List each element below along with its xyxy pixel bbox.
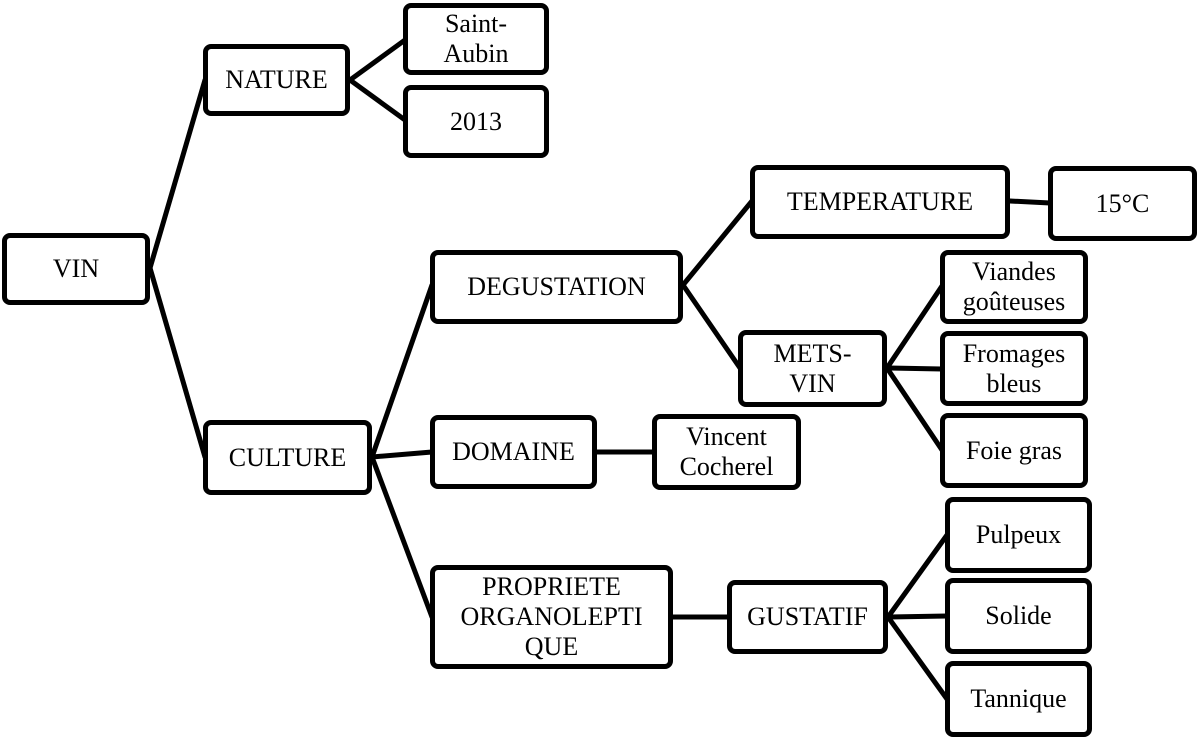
node-pulpeux-label: Pulpeux bbox=[975, 520, 1062, 549]
node-foie-gras: Foie gras bbox=[940, 413, 1088, 488]
edge-culture-degustation bbox=[369, 282, 435, 460]
node-nature-label: NATURE bbox=[225, 65, 328, 94]
node-saint-aubin-label: Saint- Aubin bbox=[443, 9, 509, 68]
edge-degustation-temperature bbox=[680, 198, 755, 288]
node-temperature: TEMPERATURE bbox=[750, 165, 1010, 239]
node-foie-gras-label: Foie gras bbox=[965, 435, 1063, 465]
node-fromages-label: Fromages bleus bbox=[962, 338, 1066, 398]
node-2013: 2013 bbox=[403, 85, 549, 158]
edge-vin-culture bbox=[147, 265, 208, 460]
node-propriete: PROPRIETE ORGANOLEPTI QUE bbox=[430, 565, 673, 669]
edge-gustatif-tannique bbox=[885, 614, 950, 702]
edge-degustation-mets-vin bbox=[680, 282, 743, 371]
edge-culture-propriete bbox=[369, 454, 435, 620]
node-15c: 15°C bbox=[1048, 166, 1197, 241]
edge-gustatif-solide bbox=[885, 613, 950, 620]
node-degustation-label: DEGUSTATION bbox=[467, 272, 646, 301]
node-gustatif-label: GUSTATIF bbox=[747, 602, 868, 631]
node-vincent: Vincent Cocherel bbox=[652, 414, 801, 490]
edge-vin-nature bbox=[147, 77, 208, 271]
node-degustation: DEGUSTATION bbox=[430, 250, 683, 324]
node-vin-label: VIN bbox=[52, 254, 100, 283]
node-2013-label: 2013 bbox=[450, 106, 502, 136]
node-vincent-label: Vincent Cocherel bbox=[679, 422, 774, 481]
edge-nature-saint-aubin bbox=[347, 37, 408, 83]
edge-gustatif-pulpeux bbox=[885, 532, 950, 620]
node-vin: VIN bbox=[2, 233, 150, 305]
node-nature: NATURE bbox=[203, 44, 350, 116]
node-culture-label: CULTURE bbox=[228, 442, 347, 472]
node-fromages: Fromages bleus bbox=[940, 331, 1088, 406]
edge-culture-domaine bbox=[369, 449, 435, 460]
edge-mets-vin-viandes bbox=[884, 283, 945, 371]
node-temperature-label: TEMPERATURE bbox=[786, 187, 974, 216]
node-solide-label: Solide bbox=[985, 601, 1052, 630]
node-pulpeux: Pulpeux bbox=[945, 497, 1092, 573]
node-tannique-label: Tannique bbox=[970, 684, 1067, 713]
node-viandes: Viandes goûteuses bbox=[940, 250, 1088, 324]
node-domaine-label: DOMAINE bbox=[452, 437, 575, 466]
node-mets-vin: METS- VIN bbox=[738, 330, 887, 407]
node-mets-vin-label: METS- VIN bbox=[773, 338, 852, 398]
node-gustatif: GUSTATIF bbox=[727, 580, 888, 654]
edge-mets-vin-foie-gras bbox=[884, 365, 945, 453]
node-viandes-label: Viandes goûteuses bbox=[962, 257, 1066, 316]
node-domaine: DOMAINE bbox=[430, 415, 597, 489]
node-culture: CULTURE bbox=[203, 420, 372, 495]
edge-nature-2013 bbox=[347, 77, 408, 123]
edge-temperature-15c bbox=[1007, 198, 1053, 206]
node-propriete-label: PROPRIETE ORGANOLEPTI QUE bbox=[460, 572, 643, 661]
node-solide: Solide bbox=[945, 578, 1092, 654]
node-saint-aubin: Saint- Aubin bbox=[403, 3, 549, 75]
node-15c-label: 15°C bbox=[1095, 188, 1150, 218]
edge-mets-vin-fromages bbox=[884, 365, 945, 372]
node-tannique: Tannique bbox=[945, 661, 1092, 737]
